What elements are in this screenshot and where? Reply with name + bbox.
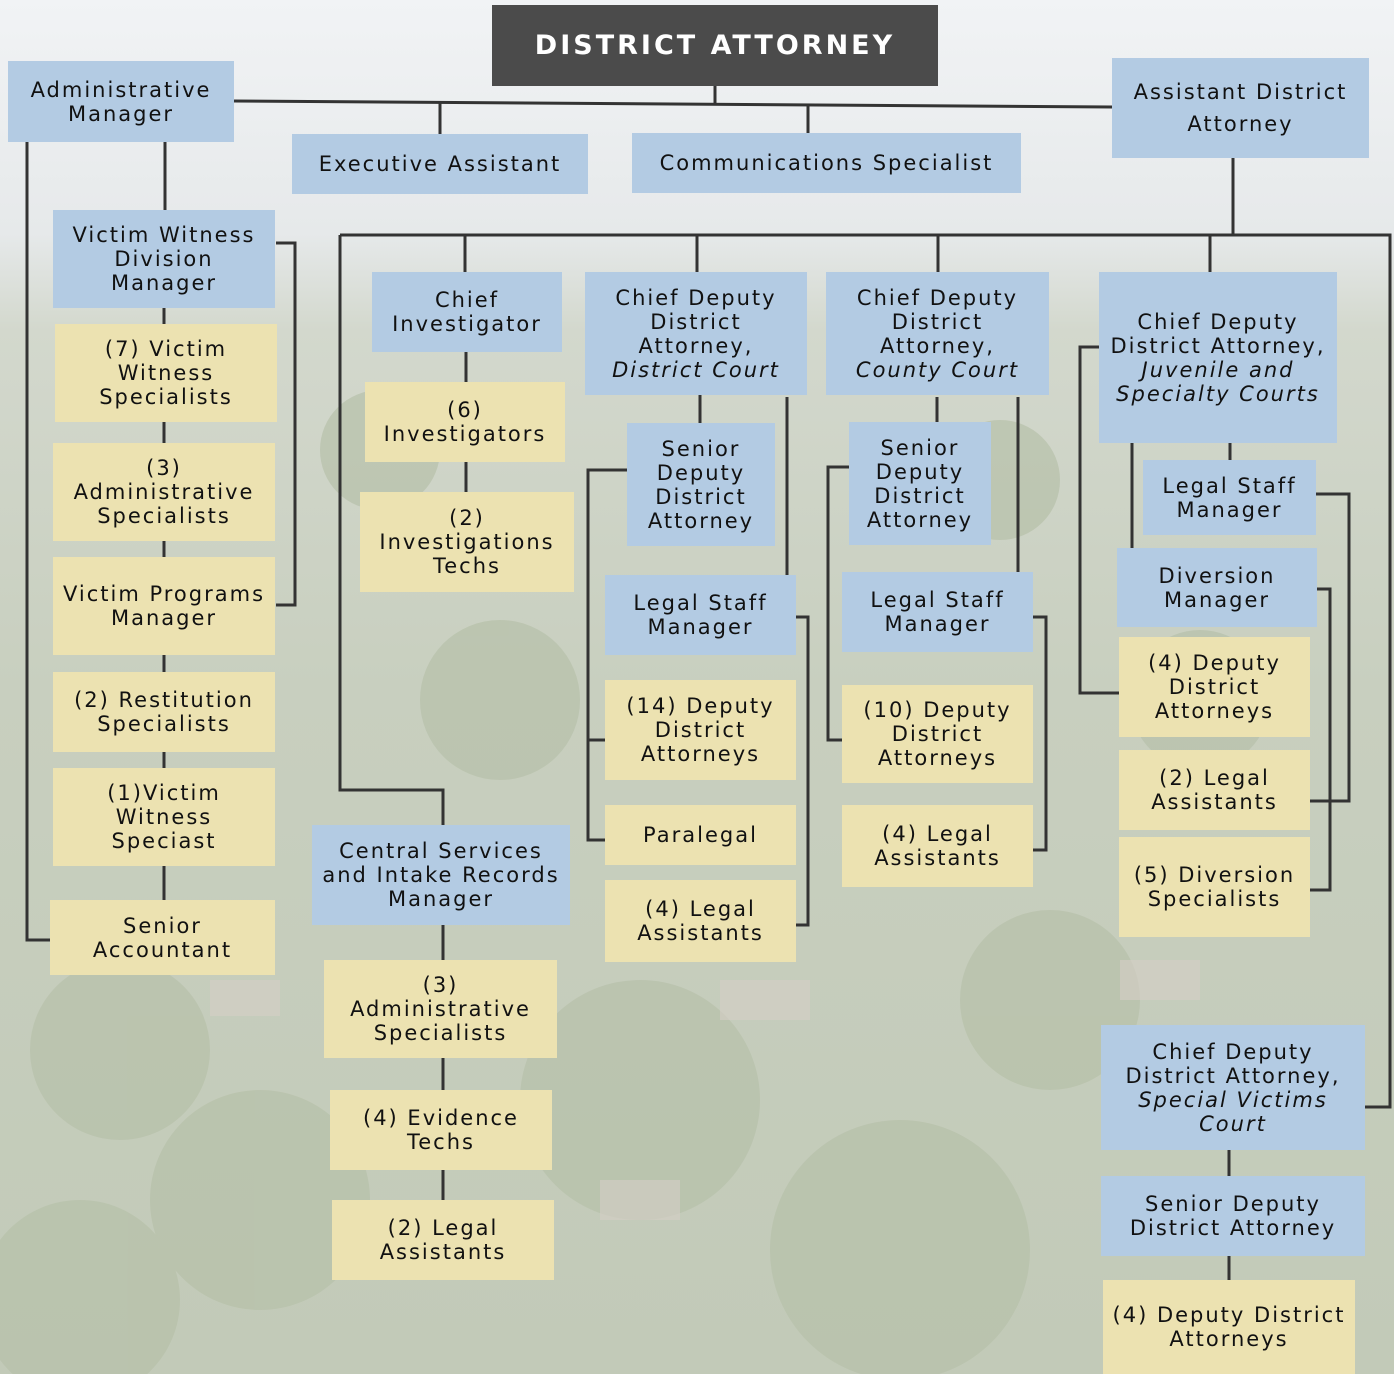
node-label: (2) Restitution Specialists: [74, 688, 254, 736]
node-label: (4) Evidence Techs: [363, 1106, 519, 1154]
cs-legal-assistants-box: (2) Legal Assistants: [332, 1200, 554, 1280]
node-label: Senior Accountant: [92, 913, 233, 962]
court-label: District Court: [612, 357, 780, 382]
cc-legal-staff-manager-box: Legal Staff Manager: [842, 572, 1033, 652]
district-attorney-title: DISTRICT ATTORNEY: [534, 29, 896, 61]
cc-senior-dda-box: Senior Deputy District Attorney: [849, 422, 991, 545]
node-label: Central Services and Intake Records Mana…: [322, 839, 560, 911]
node-label: (3) Administrative Specialists: [73, 456, 255, 528]
dc-legal-assistants-box: (4) Legal Assistants: [605, 880, 796, 962]
node-label: Chief Deputy District Attorney,: [856, 285, 1019, 358]
court-label: Special Victims Court: [1138, 1087, 1328, 1136]
node-label: (1)Victim Witness Speciast: [107, 781, 221, 853]
cdda-district-court-box: Chief Deputy District Attorney, District…: [585, 272, 807, 395]
dc-legal-staff-manager-box: Legal Staff Manager: [605, 575, 796, 655]
victim-witness-speciast-box: (1)Victim Witness Speciast: [53, 768, 275, 866]
node-label: Victim Programs Manager: [62, 582, 266, 630]
cdda-special-victims-box: Chief Deputy District Attorney, Special …: [1101, 1025, 1365, 1150]
node-label: Executive Assistant: [318, 152, 562, 176]
node-label: (7) Victim Witness Specialists: [99, 337, 233, 409]
node-label: Legal Staff Manager: [1162, 473, 1297, 522]
node-label: Legal Staff Manager: [633, 591, 768, 639]
node-label: Senior Deputy District Attorney: [647, 436, 755, 533]
node-label: Communications Specialist: [659, 151, 994, 175]
node-label: Administrative Manager: [30, 77, 212, 126]
node-label: Paralegal: [643, 823, 758, 847]
court-label: Juvenile and Specialty Courts: [1116, 357, 1320, 406]
node-label: (4) Deputy District Attorneys: [1148, 651, 1281, 723]
node-label: Chief Deputy District Attorney,: [1125, 1039, 1341, 1088]
cc-legal-assistants-box: (4) Legal Assistants: [842, 805, 1033, 887]
executive-assistant-box: Executive Assistant: [292, 134, 588, 194]
node-label: (10) Deputy District Attorneys: [863, 698, 1012, 770]
communications-specialist-box: Communications Specialist: [632, 133, 1021, 193]
node-label: (2) Legal Assistants: [1151, 766, 1278, 814]
senior-accountant-box: Senior Accountant: [50, 900, 275, 975]
node-label: (5) Diversion Specialists: [1133, 863, 1296, 911]
node-label: (6) Investigators: [383, 398, 547, 446]
cdda-juvenile-specialty-box: Chief Deputy District Attorney, Juvenile…: [1099, 272, 1337, 443]
victim-witness-division-manager-box: Victim Witness Division Manager: [53, 210, 275, 308]
node-label: Chief Deputy District Attorney,: [615, 285, 777, 358]
node-label: (4) Deputy District Attorneys: [1112, 1303, 1346, 1351]
node-label: Assistant District Attorney: [1133, 80, 1348, 136]
node-label: (4) Legal Assistants: [637, 897, 764, 945]
node-label: Senior Deputy District Attorney: [1129, 1192, 1337, 1240]
diversion-specialists-box: (5) Diversion Specialists: [1119, 837, 1310, 937]
victim-programs-manager-box: Victim Programs Manager: [53, 557, 275, 655]
dc-paralegal-box: Paralegal: [605, 805, 796, 865]
investigators-box: (6) Investigators: [365, 382, 565, 462]
node-label: Chief Deputy District Attorney,: [1110, 309, 1326, 358]
jc-deputy-das-box: (4) Deputy District Attorneys: [1119, 637, 1310, 737]
node-label: (2) Legal Assistants: [379, 1216, 507, 1264]
dc-senior-dda-box: Senior Deputy District Attorney: [627, 423, 775, 546]
restitution-specialists-box: (2) Restitution Specialists: [53, 672, 275, 752]
node-label: Legal Staff Manager: [870, 588, 1005, 636]
assistant-district-attorney-box: Assistant District Attorney: [1112, 58, 1369, 158]
dc-deputy-das-box: (14) Deputy District Attorneys: [605, 680, 796, 780]
jc-legal-staff-manager-box: Legal Staff Manager: [1143, 460, 1316, 535]
cdda-county-court-box: Chief Deputy District Attorney, County C…: [826, 272, 1049, 395]
district-attorney-box: DISTRICT ATTORNEY: [492, 5, 938, 86]
node-label: Chief Investigator: [392, 288, 542, 336]
chief-investigator-box: Chief Investigator: [372, 272, 562, 352]
investigations-techs-box: (2) Investigations Techs: [360, 492, 574, 592]
node-label: Senior Deputy District Attorney: [866, 435, 974, 532]
evidence-techs-box: (4) Evidence Techs: [330, 1090, 552, 1170]
node-label: (2) Investigations Techs: [379, 506, 555, 578]
vw-administrative-specialists-box: (3) Administrative Specialists: [53, 443, 275, 541]
central-services-manager-box: Central Services and Intake Records Mana…: [312, 825, 570, 925]
node-label: (14) Deputy District Attorneys: [626, 694, 775, 766]
node-label: (4) Legal Assistants: [874, 822, 1001, 870]
jc-legal-assistants-box: (2) Legal Assistants: [1119, 750, 1310, 830]
court-label: County Court: [855, 357, 1020, 382]
administrative-manager-box: Administrative Manager: [8, 61, 234, 142]
svc-deputy-das-box: (4) Deputy District Attorneys: [1103, 1280, 1355, 1374]
cs-administrative-specialists-box: (3) Administrative Specialists: [324, 960, 557, 1058]
node-label: Diversion Manager: [1158, 563, 1276, 612]
svc-senior-dda-box: Senior Deputy District Attorney: [1101, 1176, 1365, 1256]
cc-deputy-das-box: (10) Deputy District Attorneys: [842, 685, 1033, 783]
victim-witness-specialists-box: (7) Victim Witness Specialists: [55, 324, 277, 422]
node-label: Victim Witness Division Manager: [72, 223, 256, 295]
node-label: (3) Administrative Specialists: [350, 973, 531, 1045]
diversion-manager-box: Diversion Manager: [1117, 548, 1317, 627]
